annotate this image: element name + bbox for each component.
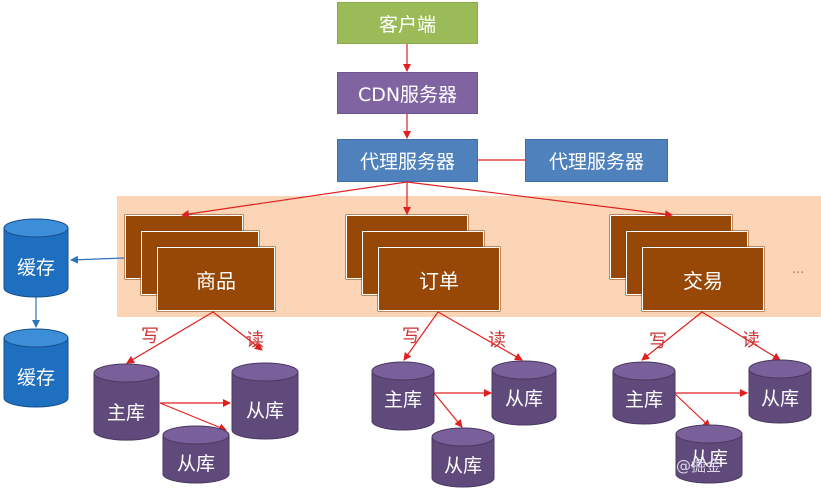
service-trade: 交易 [642,247,764,311]
orders-slave-db-b [431,427,495,488]
arrow-goods-write [126,311,214,364]
orders-read-label: 读 [488,330,506,351]
more-services-ellipsis: ... [792,262,805,277]
goods-write-label: 写 [141,326,159,347]
arrow-goods-master-slave-b [159,402,227,432]
trade-read-label: 读 [742,330,760,351]
trade-slave-db-b [675,424,743,484]
service-goods: 商品 [157,247,275,311]
trade-slave-db-a [748,359,812,424]
cache-cylinder-2 [3,328,69,408]
orders-slave-db-a [491,360,557,426]
arrow-orders-read [437,311,523,361]
orders-master-db [371,361,435,431]
goods-slave-db-a [231,362,299,440]
arrow-proxy-goods [181,181,408,218]
goods-master-db [93,363,160,441]
trade-master-db [612,361,676,425]
arrow-orders-write [403,311,439,361]
arrow-goods-cache [70,255,125,264]
cdn-server-node: CDN服务器 [337,72,478,114]
watermark: @掘金 [676,457,722,475]
goods-read-label: 读 [246,330,264,351]
arrow-orders-master-slave-b [433,392,463,428]
proxy-server-peer-node: 代理服务器 [525,139,668,182]
client-node: 客户端 [337,2,478,44]
cache-cylinder-1 [3,218,69,298]
service-orders: 订单 [378,247,500,311]
arrow-trade-master-slave-b [673,392,711,428]
arrow-goods-read [212,311,263,351]
orders-write-label: 写 [402,326,420,347]
goods-slave-db-b [162,425,230,484]
proxy-server-node: 代理服务器 [337,139,478,182]
trade-write-label: 写 [649,331,667,352]
arrow-trade-read [701,311,781,361]
arrow-proxy-trade [406,181,673,219]
arrow-trade-write [641,311,703,361]
